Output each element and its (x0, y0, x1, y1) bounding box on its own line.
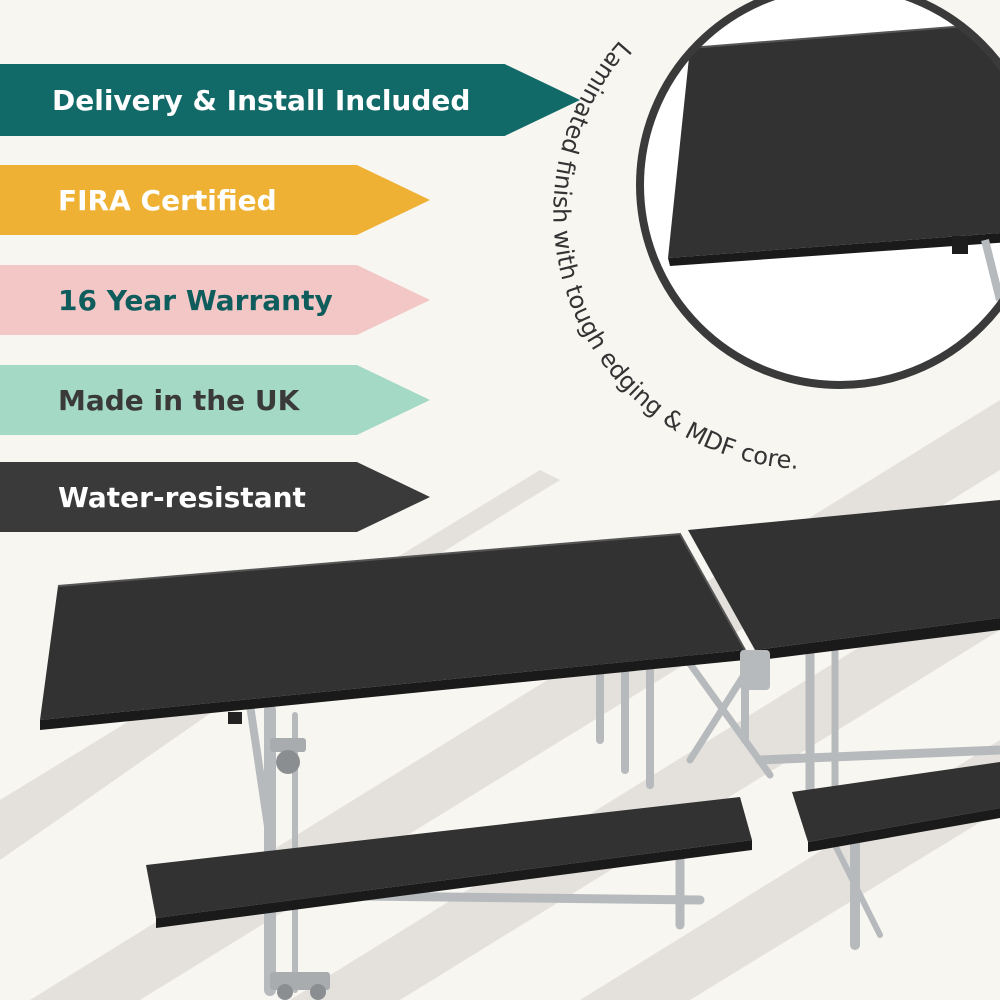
feature-label: Made in the UK (58, 383, 300, 417)
tabletop-left (40, 532, 746, 730)
feature-label: Delivery & Install Included (52, 83, 471, 117)
feature-label: Water-resistant (58, 480, 306, 514)
feature-label: FIRA Certified (58, 183, 277, 217)
tabletop-right (688, 500, 1000, 660)
feature-banner-made-in-uk: Made in the UK (0, 365, 430, 435)
zoom-inset (636, 0, 1000, 389)
feature-banner-fira: FIRA Certified (0, 165, 430, 235)
caster-wheels (270, 738, 330, 1000)
feature-label: 16 Year Warranty (58, 283, 333, 317)
feature-banner-delivery: Delivery & Install Included (0, 64, 580, 136)
feature-banner-water-resistant: Water-resistant (0, 462, 430, 532)
feature-banner-warranty: 16 Year Warranty (0, 265, 430, 335)
bench-left (146, 797, 752, 928)
table-hinge (228, 650, 770, 724)
bench-right (792, 762, 1000, 852)
